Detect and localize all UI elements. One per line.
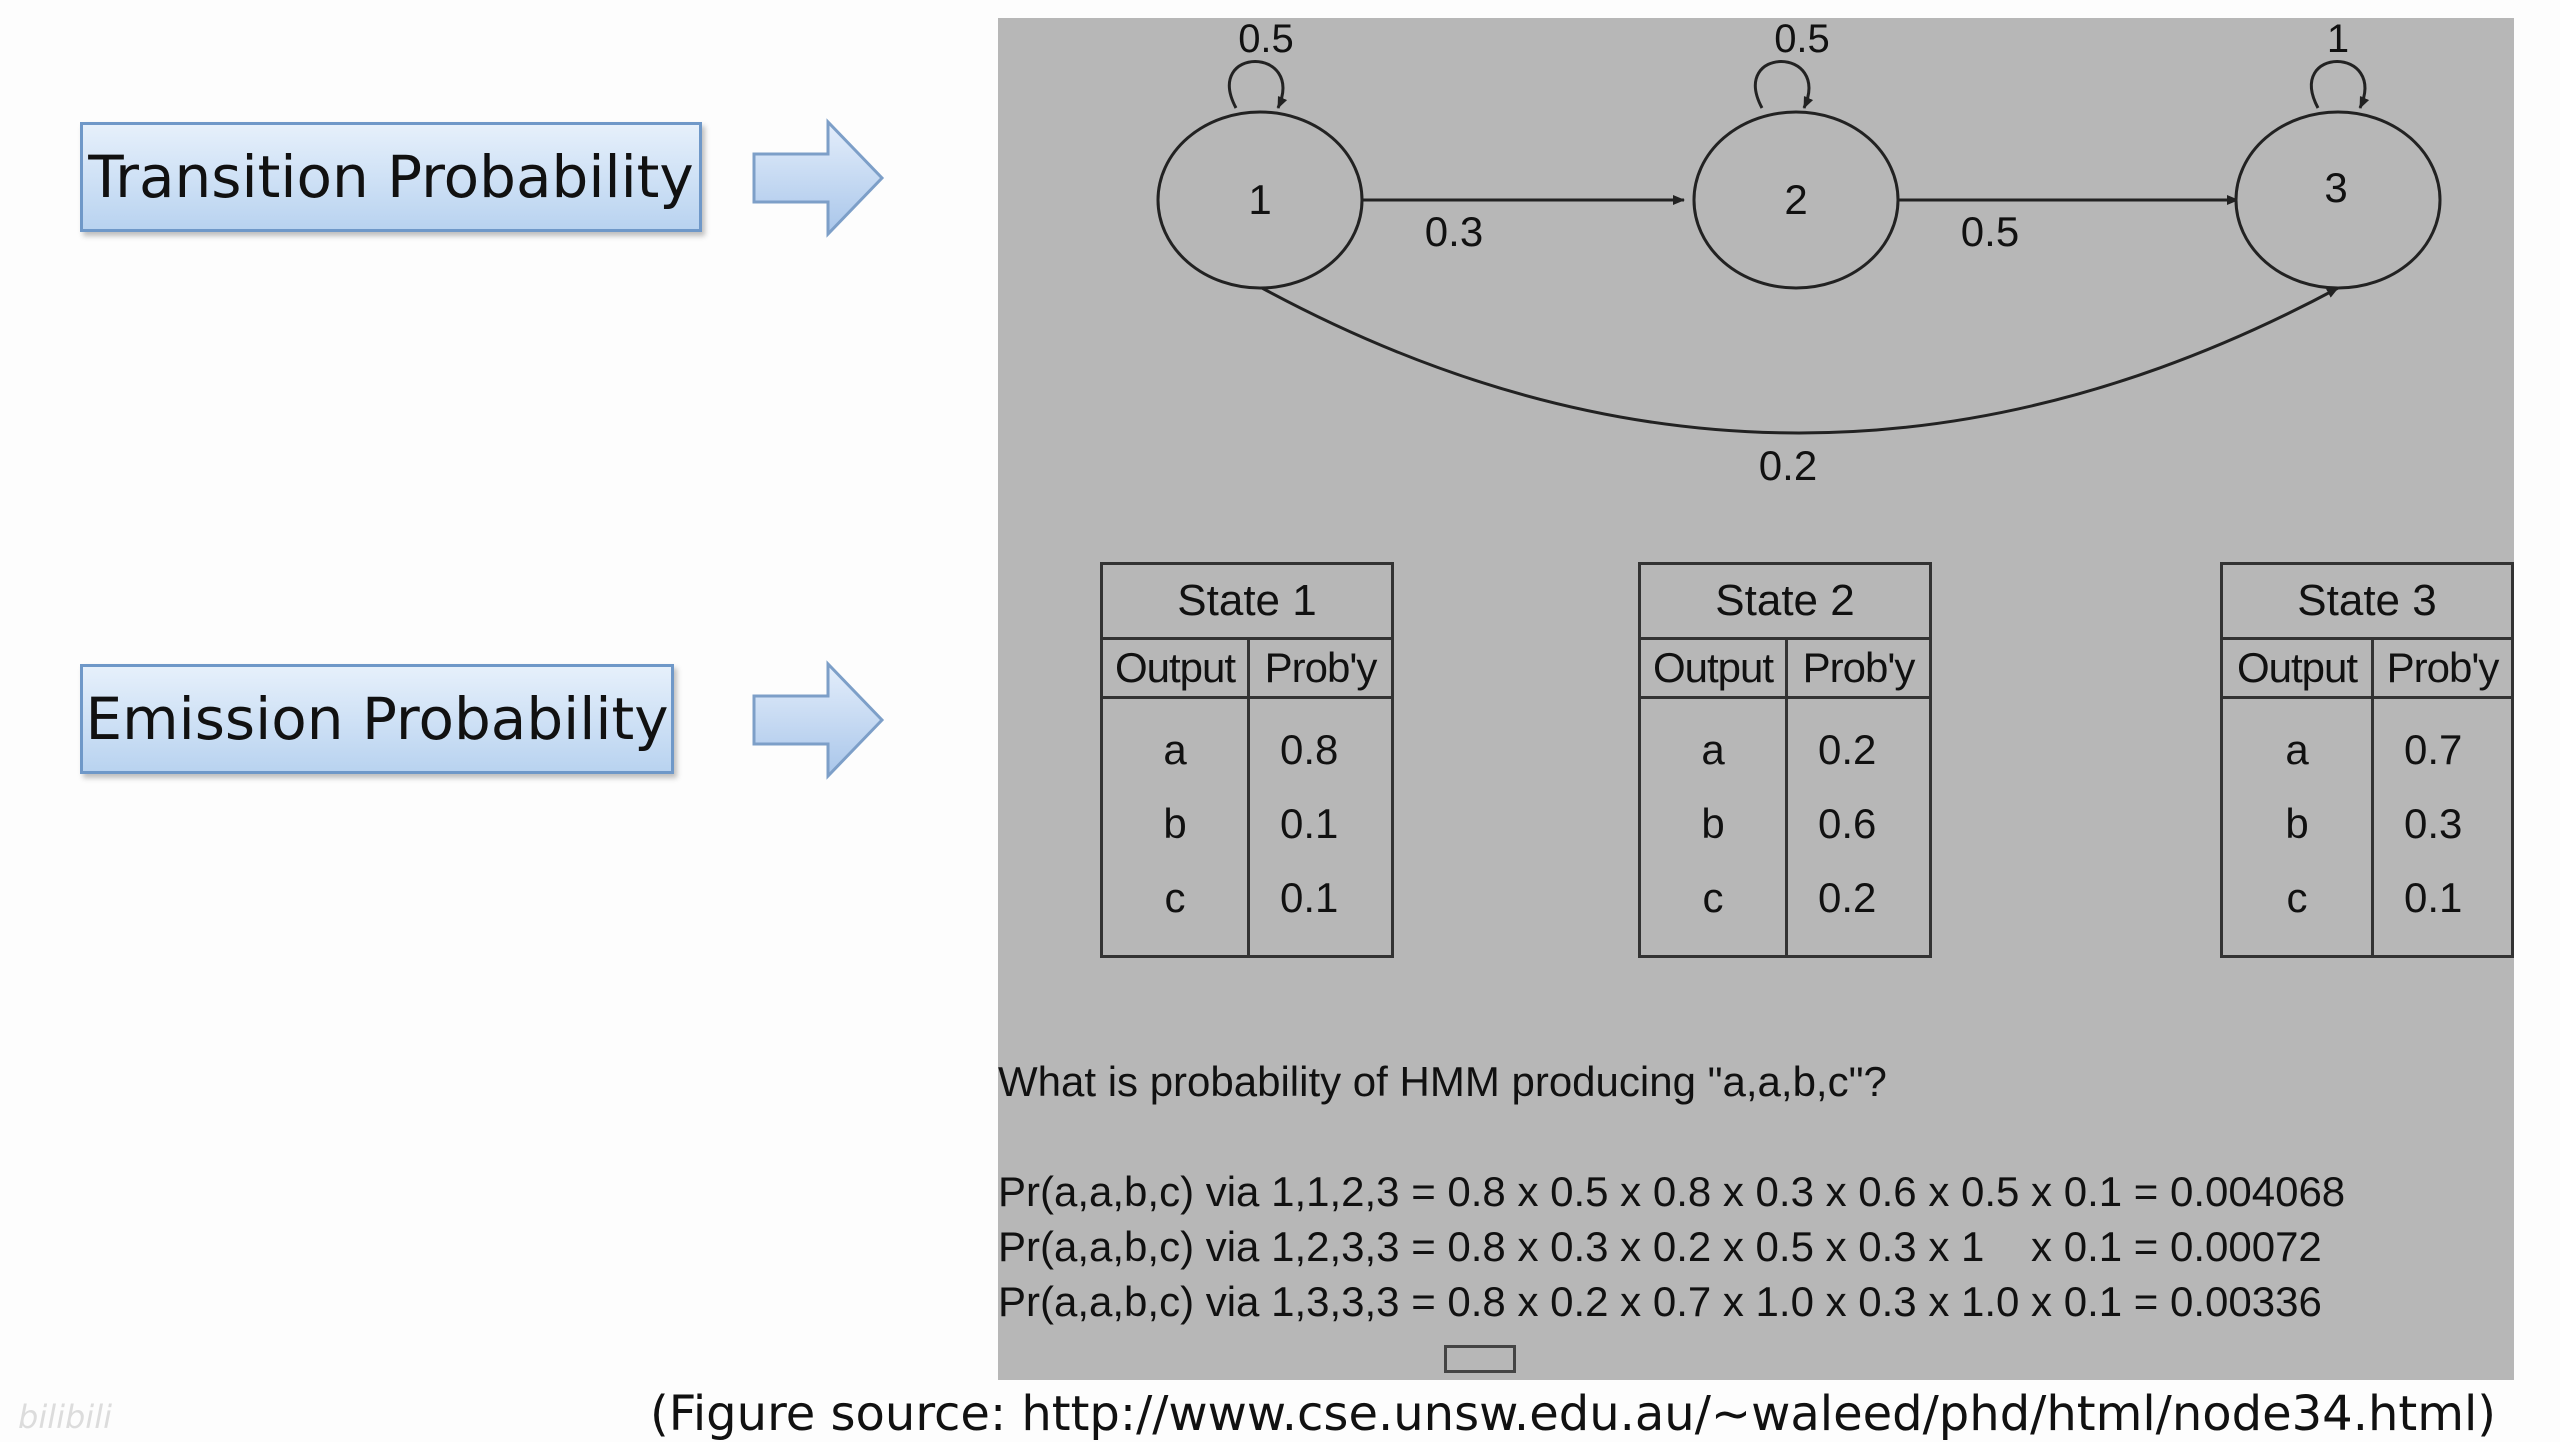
self-loop-prob-label: 0.5 (1238, 18, 1294, 61)
col-header-output: Output (1103, 640, 1250, 696)
col-header-prob: Prob'y (1802, 644, 1916, 691)
emission-table-state-3: State 3 Output Prob'y a b c 0.7 0.3 0.1 (2220, 562, 2514, 958)
output-cell: b (1701, 800, 1725, 847)
state-node-2 (1692, 110, 1900, 290)
prob-cell: 0.2 (1818, 726, 1877, 773)
self-loop-prob-label: 1 (2327, 18, 2349, 61)
bilibili-watermark-logo: bilibili (18, 1398, 112, 1436)
self-loop-3 (2309, 60, 2370, 109)
emission-table-state-2: State 2 Output Prob'y a b c 0.2 0.6 0.2 (1638, 562, 1932, 958)
output-cell: c (2286, 874, 2308, 921)
output-cell: a (1163, 726, 1187, 773)
edge-prob-label: 0.2 (1759, 442, 1817, 489)
prob-cell: 0.2 (1818, 874, 1877, 921)
prob-cell: 0.1 (1280, 800, 1339, 847)
col-header-prob: Prob'y (1264, 644, 1378, 691)
emission-table-state-1: State 1 Output Prob'y a b c 0.8 0.1 0.1 (1100, 562, 1394, 958)
col-header-output: Output (1641, 640, 1788, 696)
transition-probability-label: Transition Probability (80, 122, 702, 232)
prob-cell: 0.1 (1280, 874, 1339, 921)
self-loop-prob-label: 0.5 (1774, 18, 1830, 61)
hmm-figure: 1 2 3 0.5 0.5 1 0.3 0.5 0.2 State 1 Outp… (998, 18, 2514, 1380)
right-arrow-icon (752, 660, 885, 780)
calculation-line: Pr(a,a,b,c) via 1,1,2,3 = 0.8 x 0.5 x 0.… (998, 1168, 2346, 1215)
col-header-prob: Prob'y (2386, 644, 2500, 691)
calculation-line: Pr(a,a,b,c) via 1,2,3,3 = 0.8 x 0.3 x 0.… (998, 1223, 2322, 1270)
edge-1-3 (1261, 286, 2339, 435)
edge-prob-label: 0.3 (1425, 208, 1483, 255)
state-label: 3 (2324, 164, 2347, 211)
table-title: State 2 (1641, 565, 1929, 640)
table-title: State 3 (2223, 565, 2511, 640)
state-label: 1 (1248, 176, 1271, 223)
state-node-1 (1156, 110, 1364, 290)
state-transition-diagram: 1 2 3 0.5 0.5 1 0.3 0.5 0.2 (1156, 18, 2442, 489)
right-arrow-icon (752, 118, 885, 238)
self-loop-1 (1227, 60, 1288, 109)
prob-cell: 0.3 (2404, 800, 2463, 847)
state-node-3 (2234, 110, 2442, 290)
output-cell: a (1701, 726, 1725, 773)
prob-cell: 0.7 (2404, 726, 2463, 773)
small-rectangle (1444, 1345, 1516, 1373)
self-loop-2 (1753, 60, 1814, 109)
prob-cell: 0.8 (1280, 726, 1339, 773)
prob-cell: 0.6 (1818, 800, 1877, 847)
output-cell: c (1702, 874, 1724, 921)
col-header-output: Output (2223, 640, 2374, 696)
output-cell: b (2285, 800, 2309, 847)
edge-prob-label: 0.5 (1961, 208, 2019, 255)
calculation-line: Pr(a,a,b,c) via 1,3,3,3 = 0.8 x 0.2 x 0.… (998, 1278, 2322, 1325)
output-cell: a (2285, 726, 2309, 773)
prob-cell: 0.1 (2404, 874, 2463, 921)
question-text: What is probability of HMM producing "a,… (998, 1058, 1887, 1105)
state-label: 2 (1784, 176, 1807, 223)
table-title: State 1 (1103, 565, 1391, 640)
emission-probability-label: Emission Probability (80, 664, 674, 774)
output-cell: c (1164, 874, 1186, 921)
output-cell: b (1163, 800, 1187, 847)
figure-source-caption: (Figure source: http://www.cse.unsw.edu.… (650, 1386, 2497, 1442)
